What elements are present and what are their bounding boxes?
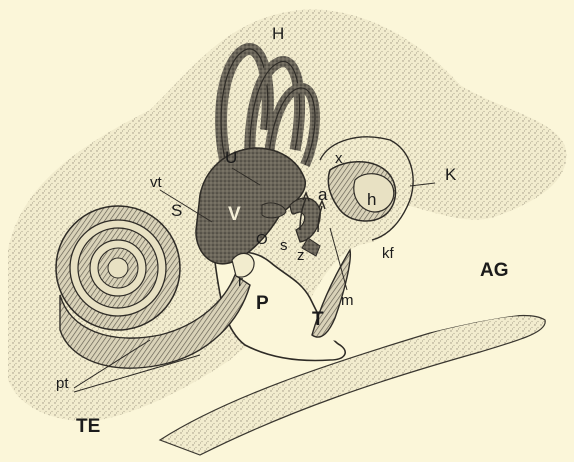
label-x: x <box>335 150 343 167</box>
label-t: T <box>312 309 324 330</box>
label-k: K <box>445 165 457 184</box>
label-kf: kf <box>382 245 395 262</box>
label-r: r <box>238 273 243 290</box>
label-v: V <box>228 204 241 225</box>
label-p: P <box>256 293 269 314</box>
cochlea-spiral <box>56 206 180 330</box>
label-te: TE <box>76 416 100 437</box>
label-h-top: H <box>272 24 284 43</box>
label-u: U <box>225 148 237 167</box>
label-s: S <box>171 201 182 220</box>
label-s-small: s <box>280 237 288 254</box>
label-a: a <box>318 185 328 204</box>
label-pt: pt <box>56 375 69 392</box>
label-h-small: h <box>367 190 376 209</box>
label-z: z <box>297 247 305 264</box>
label-vt: vt <box>150 174 163 191</box>
label-ag: AG <box>480 260 509 281</box>
label-o: O <box>256 231 268 248</box>
label-m: m <box>341 292 354 309</box>
